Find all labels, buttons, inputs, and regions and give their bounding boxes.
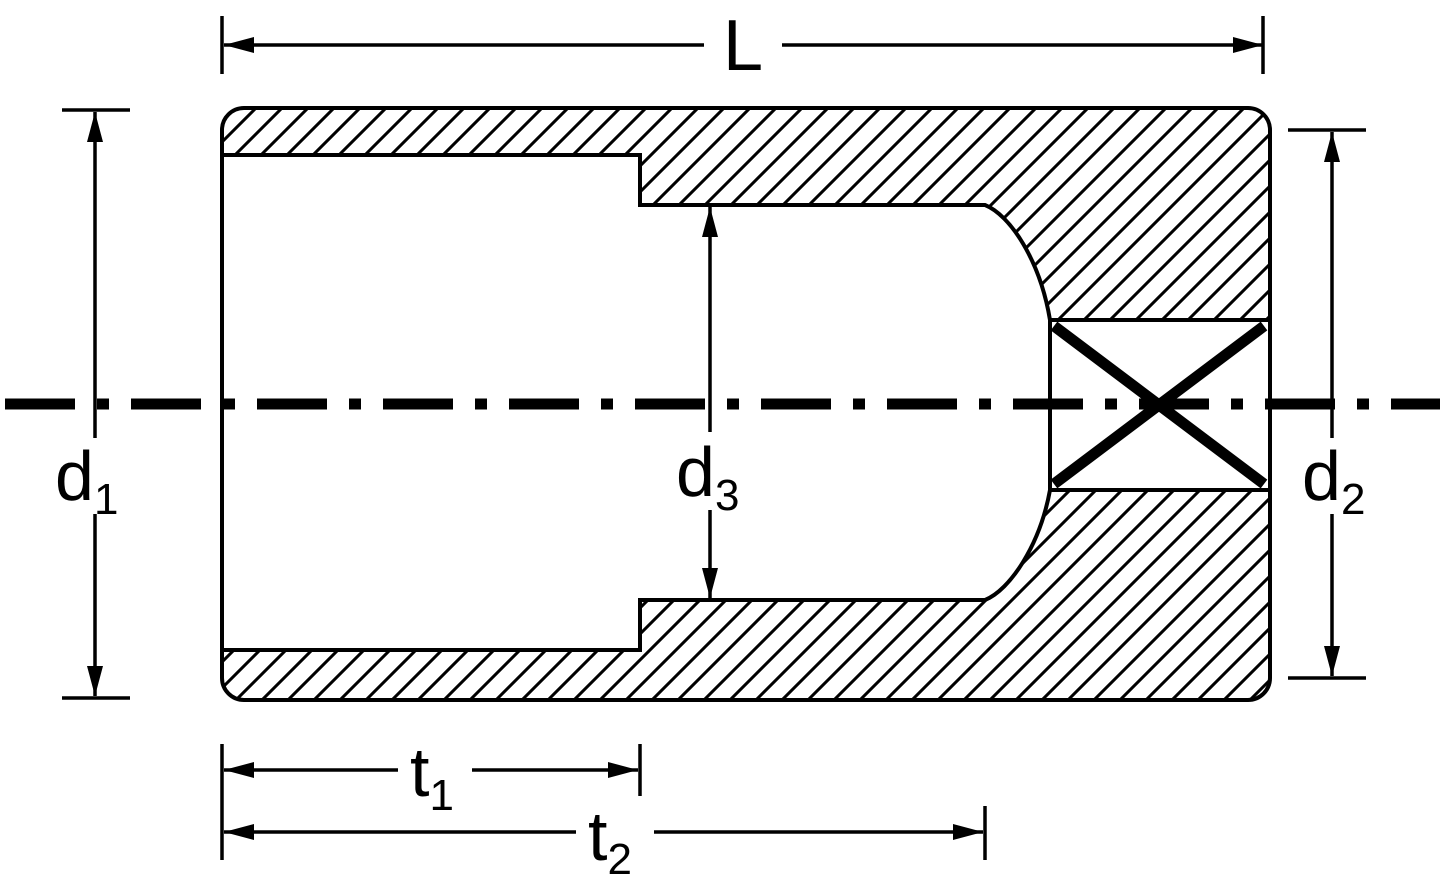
dimension-d3: d3 bbox=[666, 207, 752, 598]
label-subscript: 1 bbox=[94, 475, 118, 524]
label-mask bbox=[1292, 438, 1376, 514]
dimension-label-d2: d2 bbox=[1302, 437, 1365, 524]
dimension-d1: d1 bbox=[48, 108, 130, 700]
dimension-label-d1: d1 bbox=[55, 437, 118, 524]
arrow-down-icon bbox=[702, 568, 718, 598]
arrow-left-icon bbox=[224, 37, 254, 53]
arrow-down-icon bbox=[87, 666, 103, 696]
arrow-right-icon bbox=[953, 824, 983, 840]
arrow-right-icon bbox=[608, 762, 638, 778]
label-base: t bbox=[588, 797, 607, 875]
dimension-label-t1: t1 bbox=[410, 733, 454, 820]
arrow-up-icon bbox=[1324, 132, 1340, 162]
arrow-up-icon bbox=[702, 207, 718, 237]
dimension-L: L bbox=[220, 6, 1265, 86]
label-base: d bbox=[1302, 437, 1341, 515]
label-base: d bbox=[55, 437, 94, 515]
dimension-t2: t2 bbox=[224, 796, 987, 879]
label-mask bbox=[48, 438, 130, 514]
label-mask bbox=[398, 734, 472, 804]
label-subscript: 2 bbox=[607, 835, 631, 879]
dimension-t1: t1 bbox=[220, 733, 642, 860]
label-base: d bbox=[676, 433, 715, 511]
arrow-down-icon bbox=[1324, 646, 1340, 676]
arrow-left-icon bbox=[224, 762, 254, 778]
label-mask bbox=[704, 12, 782, 76]
arrow-up-icon bbox=[87, 112, 103, 142]
label-base: t bbox=[410, 733, 429, 811]
arrow-right-icon bbox=[1233, 37, 1263, 53]
dimension-d2: d2 bbox=[1288, 128, 1376, 680]
label-mask bbox=[666, 432, 752, 510]
label-mask bbox=[576, 796, 654, 868]
dimension-label-t2: t2 bbox=[588, 797, 632, 879]
arrow-left-icon bbox=[224, 824, 254, 840]
dimension-label-d3: d3 bbox=[676, 433, 739, 520]
dimension-label-L: L bbox=[723, 6, 763, 86]
label-subscript: 3 bbox=[715, 471, 739, 520]
label-subscript: 2 bbox=[1341, 475, 1365, 524]
label-subscript: 1 bbox=[429, 771, 453, 820]
